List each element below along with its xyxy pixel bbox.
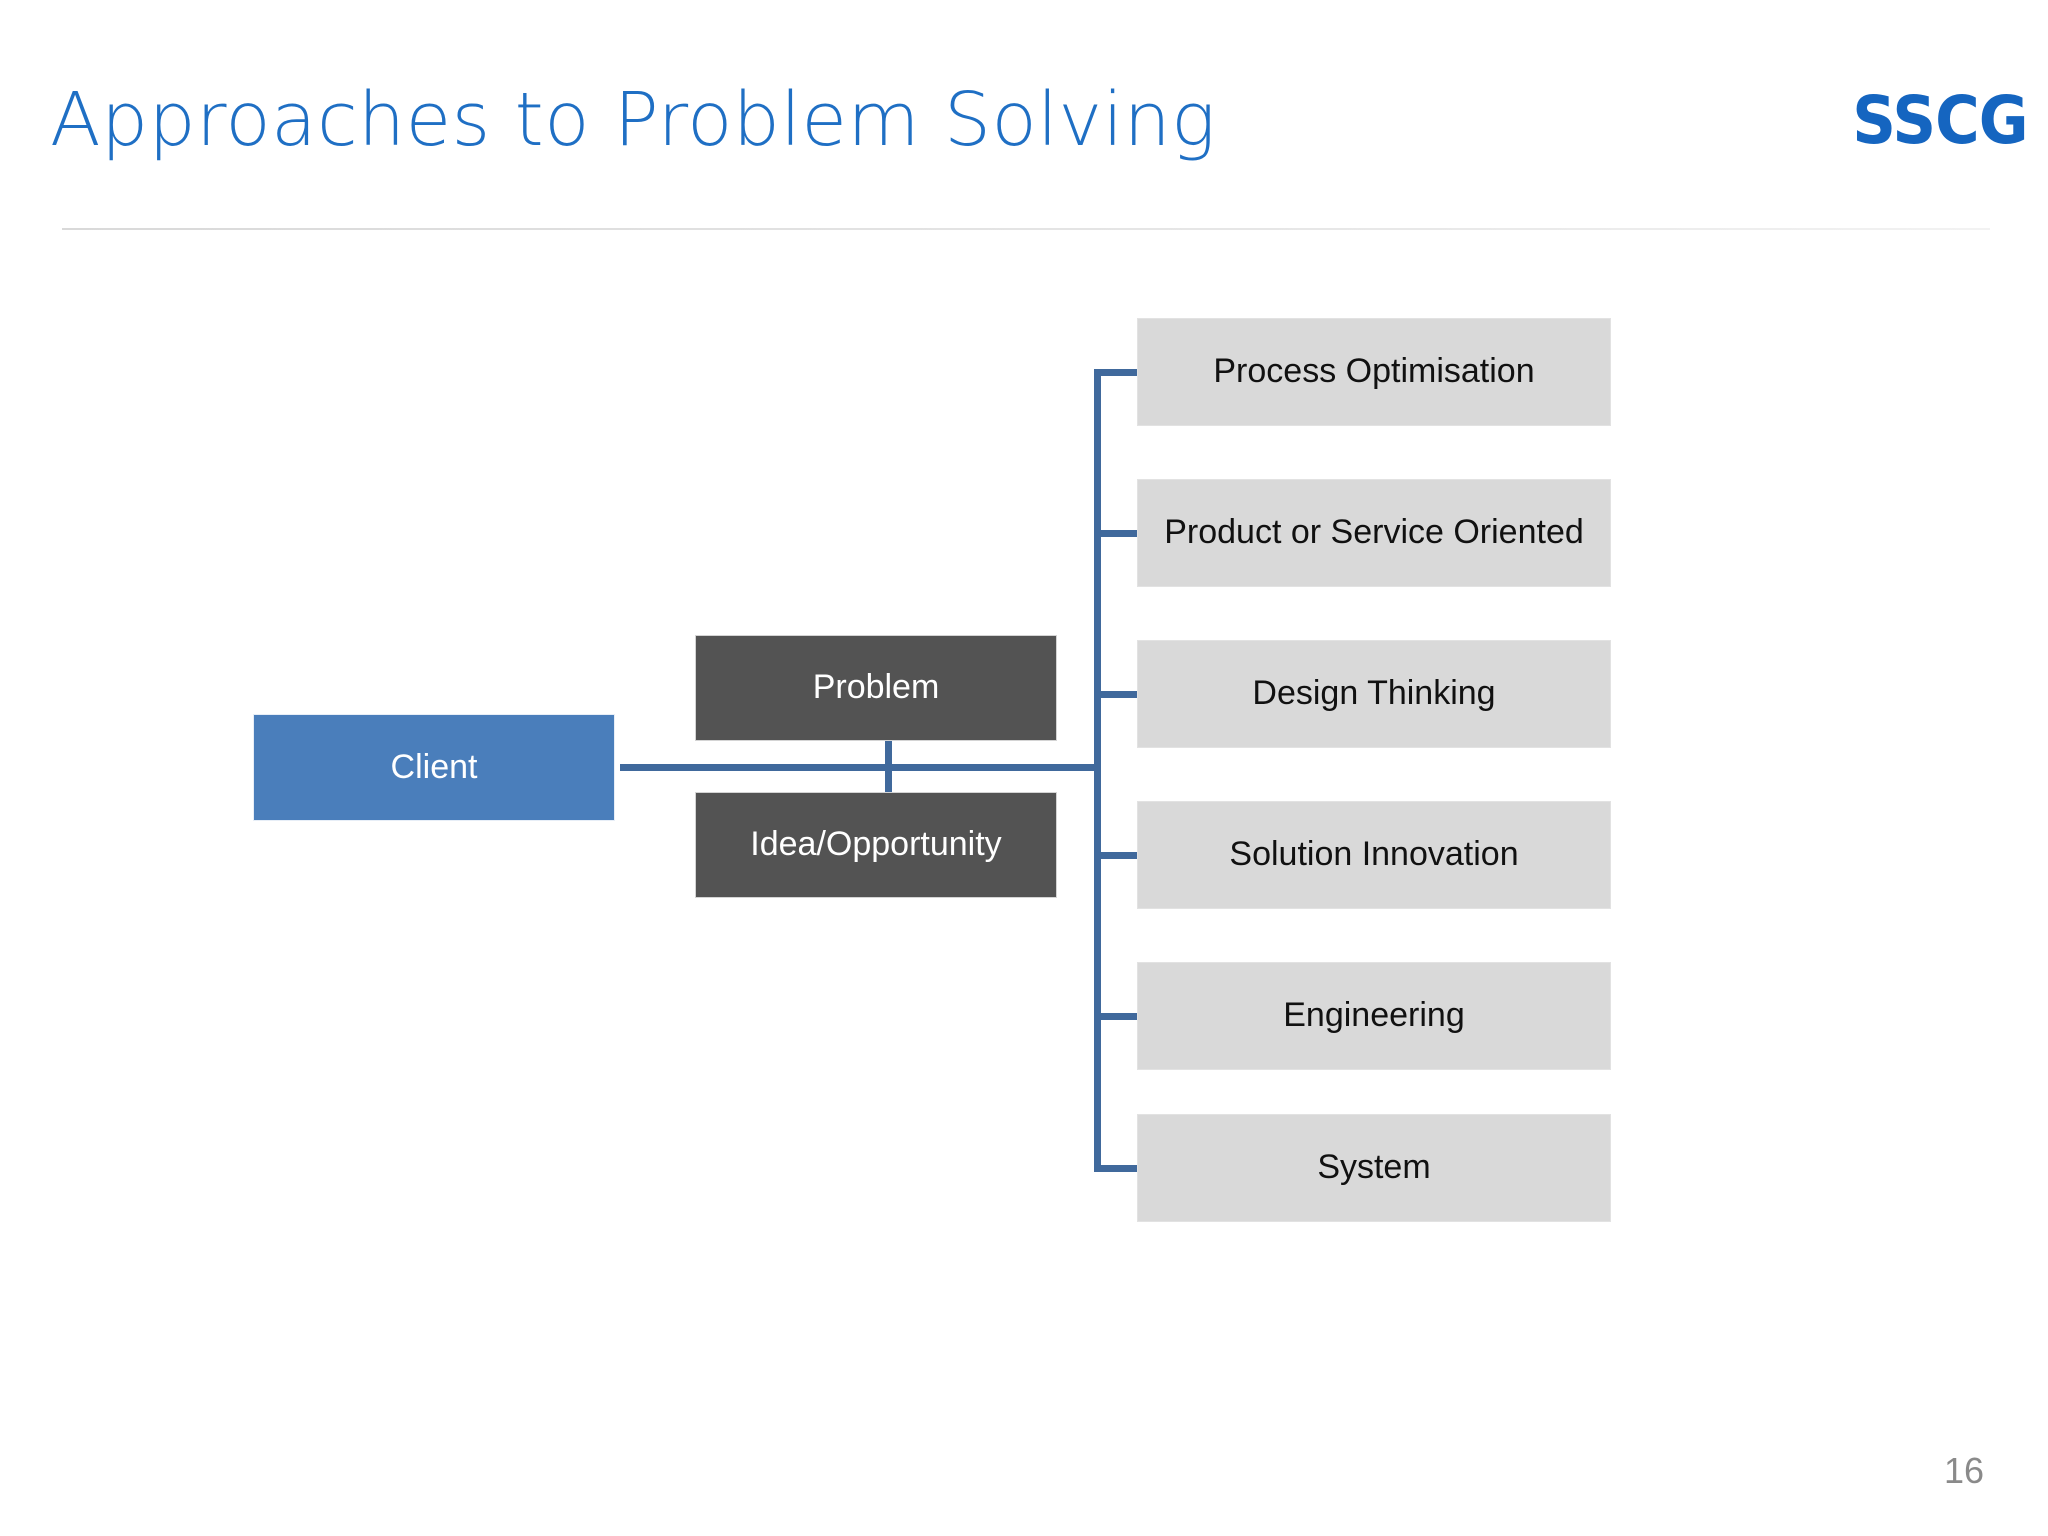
node-engineering[interactable]: Engineering [1137,962,1611,1070]
connector-problem-idea-vertical [885,738,892,794]
connector-stub-process-optimisation [1094,369,1144,376]
page-number: 16 [1943,1450,1984,1491]
node-process-optimisation[interactable]: Process Optimisation [1137,318,1611,426]
node-product-or-service-oriented[interactable]: Product or Service Oriented [1137,479,1611,587]
connector-stub-product-or-service-oriented [1094,530,1144,537]
connector-stub-system [1094,1165,1144,1172]
connector-stub-engineering [1094,1013,1144,1020]
connector-stub-solution-innovation [1094,852,1144,859]
page-title: Approaches to Problem Solving [50,77,1217,163]
connector-stub-design-thinking [1094,691,1144,698]
node-problem[interactable]: Problem [695,635,1057,741]
connector-client-to-trunk [620,764,1100,771]
sscg-logo: SSCG [1852,82,2029,159]
node-system[interactable]: System [1137,1114,1611,1222]
node-client[interactable]: Client [253,714,615,821]
title-divider [62,228,1990,230]
node-solution-innovation[interactable]: Solution Innovation [1137,801,1611,909]
node-design-thinking[interactable]: Design Thinking [1137,640,1611,748]
connector-trunk-vertical [1094,369,1101,1172]
node-idea-opportunity[interactable]: Idea/Opportunity [695,792,1057,898]
